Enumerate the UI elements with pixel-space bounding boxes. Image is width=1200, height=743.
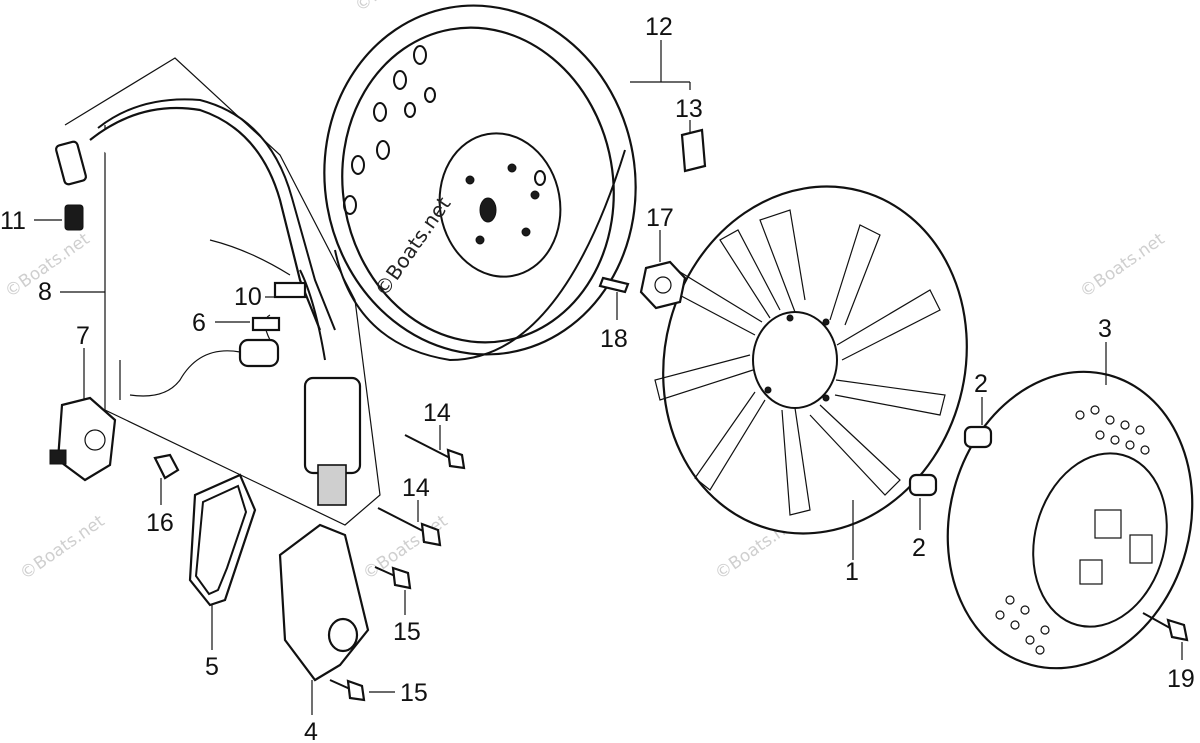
callout-2-lower: 2	[912, 534, 926, 562]
ignition-coil	[273, 269, 362, 506]
leader-lines	[34, 40, 1183, 715]
callout-18: 18	[600, 325, 628, 353]
collars	[908, 425, 993, 497]
flywheel	[323, 4, 637, 362]
bolt-14-lower	[377, 507, 426, 533]
callout-14-upper: 14	[423, 399, 451, 427]
callout-19: 19	[1167, 665, 1195, 693]
spark-plug-lead	[54, 98, 336, 331]
bolt-15-upper	[391, 566, 412, 590]
bolt-15-lower	[346, 679, 366, 702]
flywheel-nut	[639, 260, 687, 310]
condenser-wiring	[119, 239, 291, 400]
gasket	[188, 473, 257, 607]
callout-3: 3	[1098, 315, 1112, 343]
watermark-right: ©Boats.net	[1076, 229, 1168, 302]
callout-4: 4	[304, 718, 318, 743]
callout-11: 11	[0, 207, 26, 235]
assembly-bracket-lines	[64, 57, 381, 526]
contact-breaker	[49, 396, 117, 482]
callout-8: 8	[38, 278, 52, 306]
key-plate	[680, 128, 707, 173]
callout-16: 16	[146, 509, 174, 537]
cooling-fan	[654, 185, 968, 535]
callout-14-lower: 14	[402, 474, 430, 502]
callout-2-upper: 2	[974, 370, 988, 398]
callout-13: 13	[675, 95, 703, 123]
bolt-19	[1166, 618, 1189, 642]
callout-6: 6	[192, 309, 206, 337]
starter-pulley	[946, 370, 1194, 670]
bolts	[153, 434, 1189, 702]
callout-1: 1	[845, 558, 859, 586]
breaker-cover	[278, 523, 370, 682]
callout-12: 12	[645, 13, 673, 41]
callout-15-upper: 15	[393, 618, 421, 646]
callout-7: 7	[76, 322, 90, 350]
callout-10: 10	[234, 283, 262, 311]
callout-5: 5	[205, 653, 219, 681]
callout-labels: 12 13 11 8 10 6 7 17 18 14 14 15 15 16 5…	[0, 13, 1195, 743]
callout-17: 17	[646, 204, 674, 232]
flywheel-key	[598, 276, 630, 294]
bolt-14-upper	[404, 434, 451, 459]
bolt-16	[153, 453, 180, 480]
watermark-left-lower: ©Boats.net	[16, 511, 108, 584]
callout-15-lower: 15	[400, 679, 428, 707]
